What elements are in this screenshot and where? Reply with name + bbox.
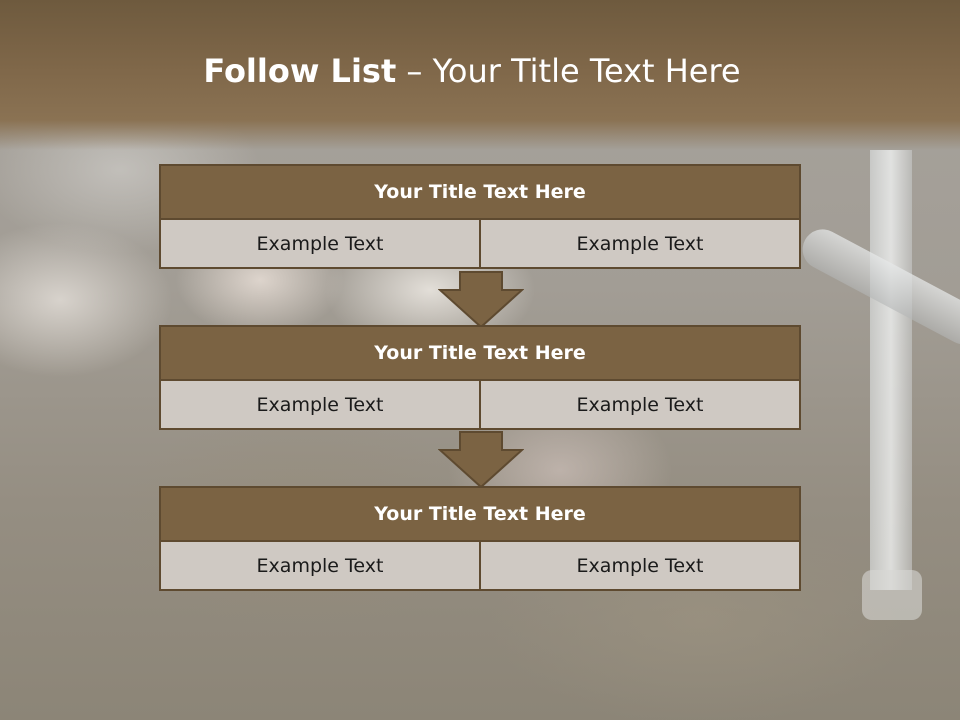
block-cell-right: Example Text: [479, 220, 801, 269]
down-arrow-icon: [438, 431, 524, 489]
block-title: Your Title Text Here: [159, 486, 801, 542]
block-row: Example Text Example Text: [159, 381, 801, 430]
background-fence-post: [870, 150, 912, 590]
block-row: Example Text Example Text: [159, 542, 801, 591]
block-row: Example Text Example Text: [159, 220, 801, 269]
background-fence-foot: [862, 570, 922, 620]
follow-block-2: Your Title Text Here Example Text Exampl…: [159, 325, 801, 430]
block-cell-left: Example Text: [159, 381, 481, 430]
block-title: Your Title Text Here: [159, 164, 801, 220]
block-title: Your Title Text Here: [159, 325, 801, 381]
follow-block-3: Your Title Text Here Example Text Exampl…: [159, 486, 801, 591]
block-cell-left: Example Text: [159, 542, 481, 591]
down-arrow-icon: [438, 271, 524, 329]
slide-title-rest: – Your Title Text Here: [396, 52, 741, 90]
block-cell-left: Example Text: [159, 220, 481, 269]
follow-block-1: Your Title Text Here Example Text Exampl…: [159, 164, 801, 269]
slide-title-bold: Follow List: [203, 52, 397, 90]
block-cell-right: Example Text: [479, 542, 801, 591]
block-cell-right: Example Text: [479, 381, 801, 430]
header-band: [0, 0, 960, 150]
slide-title: Follow List – Your Title Text Here: [0, 52, 944, 90]
